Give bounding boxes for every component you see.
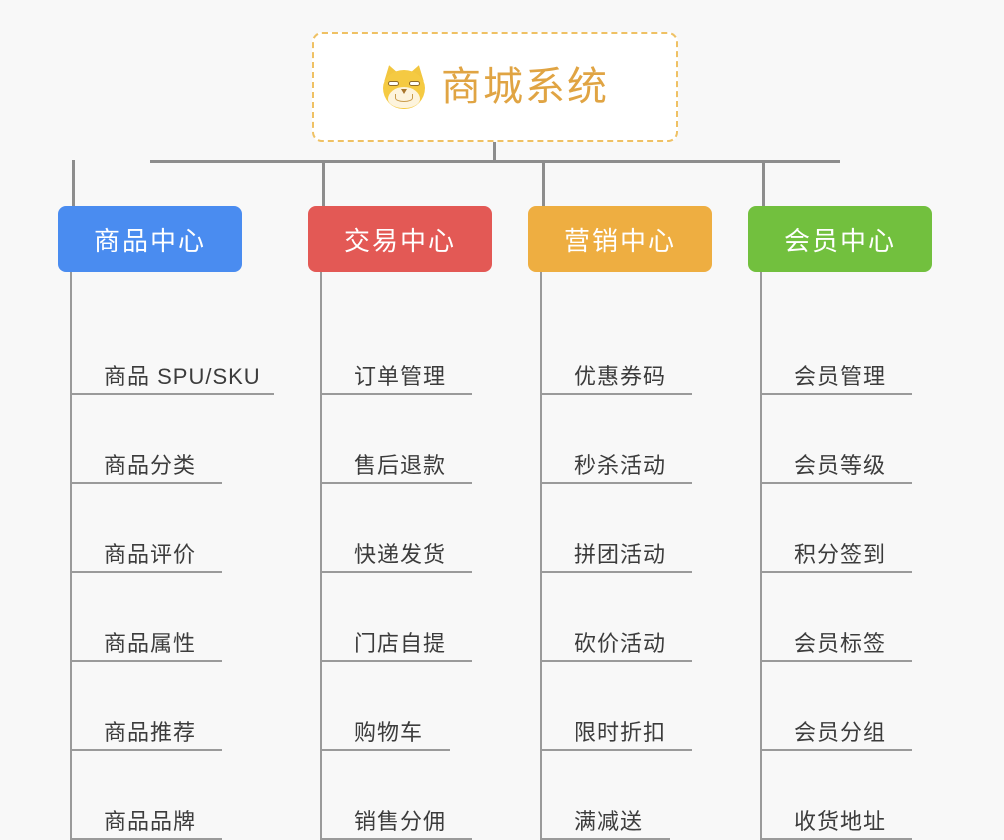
- leaf-item-label: 订单管理: [354, 363, 447, 389]
- leaf-item[interactable]: 商品属性: [70, 573, 267, 662]
- leaf-item-label: 满减送: [574, 808, 644, 834]
- category-box-member-center[interactable]: 会员中心: [748, 206, 932, 272]
- leaf-item-label: 会员分组: [794, 719, 887, 745]
- leaf-item-label: 商品推荐: [104, 719, 197, 745]
- leaf-item-label: 商品 SPU/SKU: [104, 363, 261, 389]
- connector-drop-trade-center: [322, 160, 325, 208]
- leaf-item-label: 商品分类: [104, 452, 197, 478]
- leaf-item-underline: [540, 749, 692, 751]
- trunk-line-marketing-center: [540, 272, 542, 840]
- leaf-list-product-center: 商品 SPU/SKU 商品分类商品评价商品属性商品推荐商品品牌: [70, 272, 274, 840]
- leaf-item[interactable]: 会员分组: [760, 662, 932, 751]
- leaf-item[interactable]: 售后退款: [320, 395, 492, 484]
- leaf-item-underline: [70, 482, 222, 484]
- leaf-item[interactable]: 拼团活动: [540, 484, 712, 573]
- leaf-item-underline: [70, 660, 222, 662]
- leaf-item-underline: [760, 393, 912, 395]
- connector-drop-marketing-center: [542, 160, 545, 208]
- leaf-item[interactable]: 会员管理: [760, 306, 932, 395]
- leaf-item[interactable]: 购物车: [320, 662, 492, 751]
- leaf-item-underline: [760, 660, 912, 662]
- leaf-item-underline: [320, 749, 450, 751]
- leaf-item-underline: [760, 571, 912, 573]
- leaf-item[interactable]: 砍价活动: [540, 573, 712, 662]
- connector-horizontal-bar: [150, 160, 840, 163]
- connector-drop-member-center: [762, 160, 765, 208]
- leaf-item-underline: [540, 838, 670, 840]
- leaf-item[interactable]: 商品 SPU/SKU: [70, 306, 274, 395]
- leaf-item[interactable]: 门店自提: [320, 573, 492, 662]
- leaf-item-label: 会员等级: [794, 452, 887, 478]
- trunk-line-trade-center: [320, 272, 322, 840]
- leaf-item-label: 收货地址: [794, 808, 887, 834]
- leaf-list-marketing-center: 优惠券码秒杀活动拼团活动砍价活动限时折扣满减送: [540, 272, 712, 840]
- leaf-item-label: 拼团活动: [574, 541, 667, 567]
- leaf-item-label: 快递发货: [354, 541, 447, 567]
- leaf-item[interactable]: 商品品牌: [70, 751, 267, 840]
- trunk-line-member-center: [760, 272, 762, 840]
- leaf-item-underline: [320, 571, 472, 573]
- column-trade-center: 交易中心订单管理售后退款快递发货门店自提购物车销售分佣: [308, 206, 492, 840]
- leaf-item-label: 商品属性: [104, 630, 197, 656]
- category-box-product-center[interactable]: 商品中心: [58, 206, 242, 272]
- leaf-item-label: 购物车: [354, 719, 424, 745]
- column-product-center: 商品中心商品 SPU/SKU 商品分类商品评价商品属性商品推荐商品品牌: [58, 206, 274, 840]
- leaf-item-label: 优惠券码: [574, 363, 667, 389]
- leaf-item-label: 积分签到: [794, 541, 887, 567]
- shiba-inu-dog-face-icon: [380, 62, 428, 110]
- column-member-center: 会员中心会员管理会员等级积分签到会员标签会员分组收货地址: [748, 206, 932, 840]
- leaf-item[interactable]: 限时折扣: [540, 662, 712, 751]
- leaf-item[interactable]: 订单管理: [320, 306, 492, 395]
- root-title: 商城系统: [441, 65, 609, 109]
- leaf-item[interactable]: 会员等级: [760, 395, 932, 484]
- leaf-item[interactable]: 优惠券码: [540, 306, 712, 395]
- leaf-item-label: 会员管理: [794, 363, 887, 389]
- trunk-line-product-center: [70, 272, 72, 840]
- category-box-marketing-center[interactable]: 营销中心: [528, 206, 712, 272]
- leaf-item-label: 砍价活动: [574, 630, 667, 656]
- leaf-item[interactable]: 商品推荐: [70, 662, 267, 751]
- leaf-item[interactable]: 秒杀活动: [540, 395, 712, 484]
- leaf-item[interactable]: 积分签到: [760, 484, 932, 573]
- leaf-item-underline: [320, 660, 472, 662]
- connector-root-stem: [493, 142, 496, 162]
- leaf-item-label: 销售分佣: [354, 808, 447, 834]
- leaf-item-underline: [760, 749, 912, 751]
- leaf-item-underline: [540, 660, 692, 662]
- root-node[interactable]: 商城系统: [312, 32, 678, 142]
- leaf-item-label: 售后退款: [354, 452, 447, 478]
- leaf-item-label: 商品品牌: [104, 808, 197, 834]
- leaf-item[interactable]: 收货地址: [760, 751, 932, 840]
- leaf-item-underline: [760, 482, 912, 484]
- leaf-item[interactable]: 商品评价: [70, 484, 267, 573]
- leaf-item[interactable]: 快递发货: [320, 484, 492, 573]
- leaf-item-label: 商品评价: [104, 541, 197, 567]
- leaf-item-underline: [320, 482, 472, 484]
- leaf-item-underline: [70, 749, 222, 751]
- leaf-item[interactable]: 销售分佣: [320, 751, 492, 840]
- leaf-item-underline: [540, 571, 692, 573]
- leaf-item-underline: [540, 482, 692, 484]
- leaf-item-underline: [70, 393, 274, 395]
- leaf-item-label: 秒杀活动: [574, 452, 667, 478]
- leaf-item[interactable]: 会员标签: [760, 573, 932, 662]
- leaf-item-underline: [70, 838, 222, 840]
- leaf-item-label: 门店自提: [354, 630, 447, 656]
- leaf-item-label: 会员标签: [794, 630, 887, 656]
- leaf-item[interactable]: 满减送: [540, 751, 712, 840]
- leaf-item[interactable]: 商品分类: [70, 395, 267, 484]
- connector-drop-product-center: [72, 160, 75, 208]
- column-marketing-center: 营销中心优惠券码秒杀活动拼团活动砍价活动限时折扣满减送: [528, 206, 712, 840]
- leaf-item-underline: [320, 838, 472, 840]
- leaf-item-label: 限时折扣: [574, 719, 667, 745]
- leaf-item-underline: [760, 838, 912, 840]
- leaf-item-underline: [320, 393, 472, 395]
- leaf-list-trade-center: 订单管理售后退款快递发货门店自提购物车销售分佣: [320, 272, 492, 840]
- leaf-list-member-center: 会员管理会员等级积分签到会员标签会员分组收货地址: [760, 272, 932, 840]
- leaf-item-underline: [540, 393, 692, 395]
- category-box-trade-center[interactable]: 交易中心: [308, 206, 492, 272]
- leaf-item-underline: [70, 571, 222, 573]
